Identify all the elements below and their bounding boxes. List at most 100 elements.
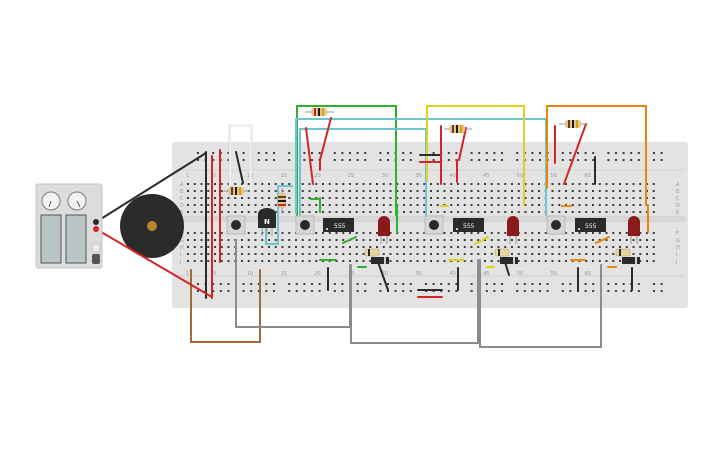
- breadboard-hole: [193, 183, 196, 185]
- breadboard-hole: [625, 183, 628, 185]
- row-label: B: [180, 189, 184, 195]
- battery-terminal-negative[interactable]: [93, 219, 99, 225]
- led-1[interactable]: [378, 216, 390, 244]
- resistor-2[interactable]: [305, 108, 334, 116]
- breadboard-hole: [241, 197, 243, 199]
- battery-terminal-positive[interactable]: [93, 226, 99, 232]
- breadboard-hole: [281, 253, 284, 255]
- breadboard-hole: [551, 190, 554, 192]
- breadboard-hole: [281, 239, 284, 241]
- breadboard-hole: [409, 197, 412, 199]
- breadboard-hole: [652, 239, 655, 241]
- breadboard-hole: [241, 246, 243, 248]
- breadboard-hole: [605, 253, 608, 255]
- breadboard-hole: [538, 246, 540, 248]
- breadboard-hole: [369, 211, 372, 213]
- breadboard-hole: [219, 283, 222, 285]
- breadboard-hole: [193, 246, 196, 248]
- breadboard-hole: [364, 290, 367, 292]
- breadboard-hole: [436, 253, 439, 255]
- diode-1[interactable]: [371, 257, 389, 264]
- breadboard-hole: [423, 260, 426, 262]
- led-2[interactable]: [507, 216, 519, 244]
- breadboard-hole: [423, 253, 426, 255]
- breadboard-hole: [565, 211, 567, 213]
- battery-pack[interactable]: [35, 183, 103, 269]
- breadboard-hole: [328, 246, 331, 248]
- resistor-3[interactable]: [444, 125, 472, 133]
- breadboard-hole: [341, 283, 344, 285]
- breadboard-hole: [436, 211, 439, 213]
- breadboard-hole: [187, 239, 189, 241]
- pushbutton-2[interactable]: [295, 215, 315, 235]
- breadboard-hole: [504, 204, 507, 206]
- breadboard-hole: [585, 239, 588, 241]
- breadboard-hole: [227, 183, 230, 185]
- breadboard-hole: [274, 260, 277, 262]
- breadboard-hole: [584, 152, 587, 154]
- timer-2[interactable]: 555: [453, 218, 484, 232]
- resistor-1[interactable]: [222, 187, 250, 195]
- breadboard-hole: [538, 253, 540, 255]
- breadboard-hole: [652, 197, 655, 199]
- breadboard-hole: [517, 183, 520, 185]
- breadboard-hole: [200, 239, 203, 241]
- resistor-5[interactable]: [278, 188, 286, 214]
- breadboard-hole: [539, 152, 541, 154]
- breadboard-hole: [274, 239, 277, 241]
- breadboard-hole: [578, 204, 581, 206]
- breadboard-hole: [288, 253, 291, 255]
- timer-1[interactable]: 555: [323, 218, 354, 232]
- breadboard-hole: [504, 190, 507, 192]
- column-label: 55: [551, 271, 557, 277]
- breadboard-hole: [565, 190, 567, 192]
- breadboard-hole: [605, 260, 608, 262]
- breadboard-hole: [571, 246, 574, 248]
- buzzer[interactable]: [120, 194, 184, 258]
- breadboard-hole: [497, 239, 500, 241]
- resistor-4[interactable]: [559, 120, 588, 128]
- breadboard-hole: [517, 253, 520, 255]
- breadboard-hole: [268, 183, 270, 185]
- wire-white: [229, 125, 252, 186]
- breadboard-hole: [440, 283, 443, 285]
- breadboard-hole: [250, 283, 253, 285]
- breadboard-hole: [303, 283, 306, 285]
- breadboard-hole: [315, 211, 318, 213]
- diode-2[interactable]: [500, 257, 518, 264]
- row-label: E: [180, 210, 183, 216]
- breadboard-hole: [349, 204, 351, 206]
- led-3[interactable]: [628, 216, 640, 244]
- breadboard-hole: [612, 232, 615, 234]
- diode-3[interactable]: [622, 257, 640, 264]
- breadboard-hole: [301, 260, 304, 262]
- breadboard-hole: [538, 232, 540, 234]
- breadboard-hole: [382, 190, 385, 192]
- breadboard-hole: [308, 253, 311, 255]
- breadboard-hole: [335, 260, 338, 262]
- breadboard-hole: [301, 246, 304, 248]
- capacitor-2[interactable]: [494, 248, 510, 257]
- pushbutton-1[interactable]: [226, 215, 246, 235]
- breadboard-hole: [423, 197, 426, 199]
- breadboard-hole: [639, 183, 642, 185]
- breadboard-hole: [257, 290, 260, 292]
- timer-3[interactable]: 555: [575, 218, 606, 232]
- breadboard-hole: [598, 197, 601, 199]
- breadboard-hole: [342, 260, 345, 262]
- transistor[interactable]: N: [258, 208, 276, 236]
- breadboard-hole: [625, 190, 628, 192]
- breadboard-hole: [308, 204, 311, 206]
- breadboard-hole: [653, 159, 655, 161]
- breadboard-hole: [200, 197, 203, 199]
- pushbutton-4[interactable]: [546, 215, 566, 235]
- breadboard-hole: [565, 246, 567, 248]
- breadboard-hole: [396, 260, 399, 262]
- capacitor-3[interactable]: [615, 248, 631, 257]
- breadboard-hole: [625, 232, 628, 234]
- breadboard-hole: [396, 232, 399, 234]
- breadboard-hole: [565, 232, 567, 234]
- capacitor-1[interactable]: [364, 248, 380, 257]
- breadboard-hole: [544, 260, 547, 262]
- pushbutton-3[interactable]: [424, 215, 444, 235]
